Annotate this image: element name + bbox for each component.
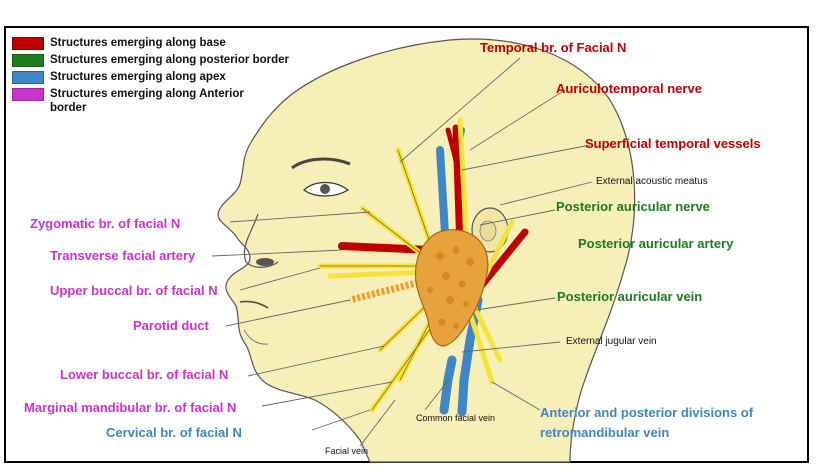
parotid-duct-line	[349, 276, 429, 304]
legend-label: Structures emerging along posterior bord…	[50, 54, 289, 66]
label-retromandibular-line2: retromandibular vein	[540, 425, 670, 440]
legend-item-posterior: Structures emerging along posterior bord…	[12, 53, 370, 67]
label-parotid-duct: Parotid duct	[133, 318, 209, 333]
label-superficial-temporal-vessels: Superficial temporal vessels	[585, 136, 761, 151]
label-auriculotemporal-nerve: Auriculotemporal nerve	[556, 81, 702, 96]
label-facial-vein: Facial vein	[325, 446, 369, 456]
legend-label: Structures emerging along apex	[50, 71, 226, 83]
label-external-acoustic-meatus: External acoustic meatus	[596, 176, 708, 187]
nose	[243, 213, 279, 268]
legend-item-base: Structures emerging along base	[12, 36, 320, 50]
label-temporal-branch: Temporal br. of Facial N	[480, 40, 627, 55]
eyebrow	[291, 157, 351, 170]
label-marginal-mandibular-branch: Marginal mandibular br. of facial N	[24, 400, 237, 415]
label-zygomatic-branch: Zygomatic br. of facial N	[30, 216, 181, 231]
legend-swatch-magenta	[12, 88, 44, 101]
label-external-jugular-vein: External jugular vein	[566, 336, 657, 347]
label-posterior-auricular-artery: Posterior auricular artery	[578, 236, 734, 251]
legend-label: Structures emerging along base	[50, 37, 226, 49]
label-upper-buccal-branch: Upper buccal br. of facial N	[50, 283, 218, 298]
legend-item-apex: Structures emerging along apex	[12, 70, 320, 84]
label-common-facial-vein: Common facial vein	[416, 413, 496, 423]
leader-lines	[211, 57, 593, 447]
label-retromandibular-line1: Anterior and posterior divisions of	[540, 405, 754, 420]
legend-label: Structures emerging along Anterior borde…	[50, 88, 244, 114]
label-cervical-branch: Cervical br. of facial N	[106, 425, 242, 440]
mouth	[239, 300, 269, 309]
label-lower-buccal-branch: Lower buccal br. of facial N	[60, 367, 229, 382]
legend-swatch-red	[12, 37, 44, 50]
label-transverse-facial-artery: Transverse facial artery	[50, 248, 196, 263]
label-posterior-auricular-nerve: Posterior auricular nerve	[556, 199, 710, 214]
legend-swatch-blue	[12, 71, 44, 84]
legend-swatch-green	[12, 54, 44, 67]
label-posterior-auricular-vein: Posterior auricular vein	[557, 289, 703, 304]
legend-item-anterior: Structures emerging along Anterior borde…	[12, 87, 265, 114]
